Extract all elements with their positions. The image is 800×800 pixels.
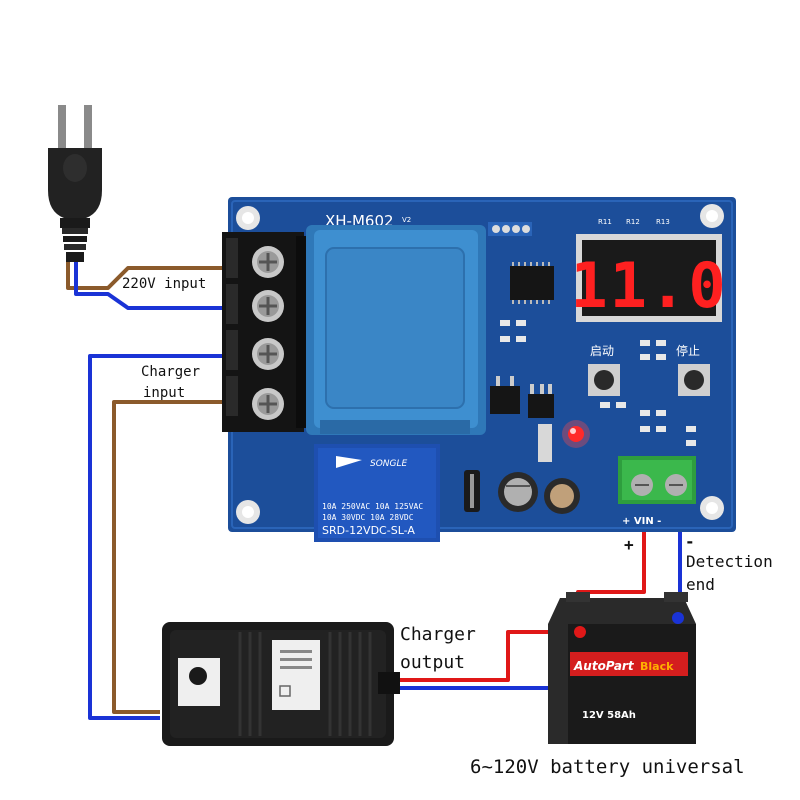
smd-components xyxy=(500,320,696,446)
terminal-screw xyxy=(252,388,284,420)
charger-output-red-wire xyxy=(395,630,548,682)
stop-button[interactable] xyxy=(678,364,710,396)
header-pads xyxy=(488,222,532,236)
terminal-screw xyxy=(252,246,284,278)
status-led xyxy=(562,420,590,448)
relay: SONGLE 10A 250VAC 10A 125VAC 10A 30VDC 1… xyxy=(314,444,440,542)
relay-rating-2: 10A 30VDC 10A 28VDC xyxy=(322,513,414,522)
vin-marking: + VIN - xyxy=(622,516,661,527)
ic-chip xyxy=(510,262,554,304)
stop-button-label: 停止 xyxy=(676,343,700,358)
battery-brand: AutoPart xyxy=(573,659,635,673)
relay-model: SRD-12VDC-SL-A xyxy=(322,524,415,537)
output-terminal-block xyxy=(618,456,696,504)
charger-input-label-line1: Charger xyxy=(141,364,201,380)
relay-rating-1: 10A 250VAC 10A 125VAC xyxy=(322,502,423,511)
resistor-label: R13 xyxy=(656,218,670,226)
plus-sign: + xyxy=(624,535,634,554)
battery-secondary-brand: Black xyxy=(640,660,674,673)
battery-rating: 12V 58Ah xyxy=(582,710,636,721)
transistors xyxy=(490,376,554,462)
transformer xyxy=(306,225,486,435)
charger-adapter xyxy=(162,622,400,746)
minus-sign: - xyxy=(685,532,695,551)
board-version-label: V2 xyxy=(402,216,411,224)
charger-output-label-line2: output xyxy=(400,652,466,673)
input-terminal-block xyxy=(222,232,310,432)
detection-label-line1: Detection xyxy=(686,552,773,571)
ac-input-label: 220V input xyxy=(122,276,207,292)
resistor-label: R11 xyxy=(598,218,612,226)
voltage-display: 11.0 xyxy=(570,234,727,322)
charger-input-label-line2: input xyxy=(143,385,186,401)
charger-output-label-line1: Charger xyxy=(400,624,476,645)
ac-plug xyxy=(48,105,102,262)
detection-label-line2: end xyxy=(686,575,715,594)
ac-blue-wire xyxy=(74,262,245,310)
display-reading: 11.0 xyxy=(570,249,727,322)
start-button-label: 启动 xyxy=(590,344,614,358)
charger-input-brown-wire xyxy=(112,400,245,714)
control-board: XH-M602 V2 xyxy=(222,197,736,542)
capacitors xyxy=(464,470,580,514)
terminal-screw xyxy=(252,290,284,322)
relay-brand: SONGLE xyxy=(370,459,408,469)
car-battery: AutoPart Black 12V 58Ah xyxy=(548,592,696,744)
battery-caption: 6~120V battery universal xyxy=(470,756,745,778)
start-button[interactable] xyxy=(588,364,620,396)
charger-input-blue-wire xyxy=(88,354,245,720)
ac-brown-wire xyxy=(66,262,245,290)
terminal-screw xyxy=(252,338,284,370)
resistor-label: R12 xyxy=(626,218,640,226)
